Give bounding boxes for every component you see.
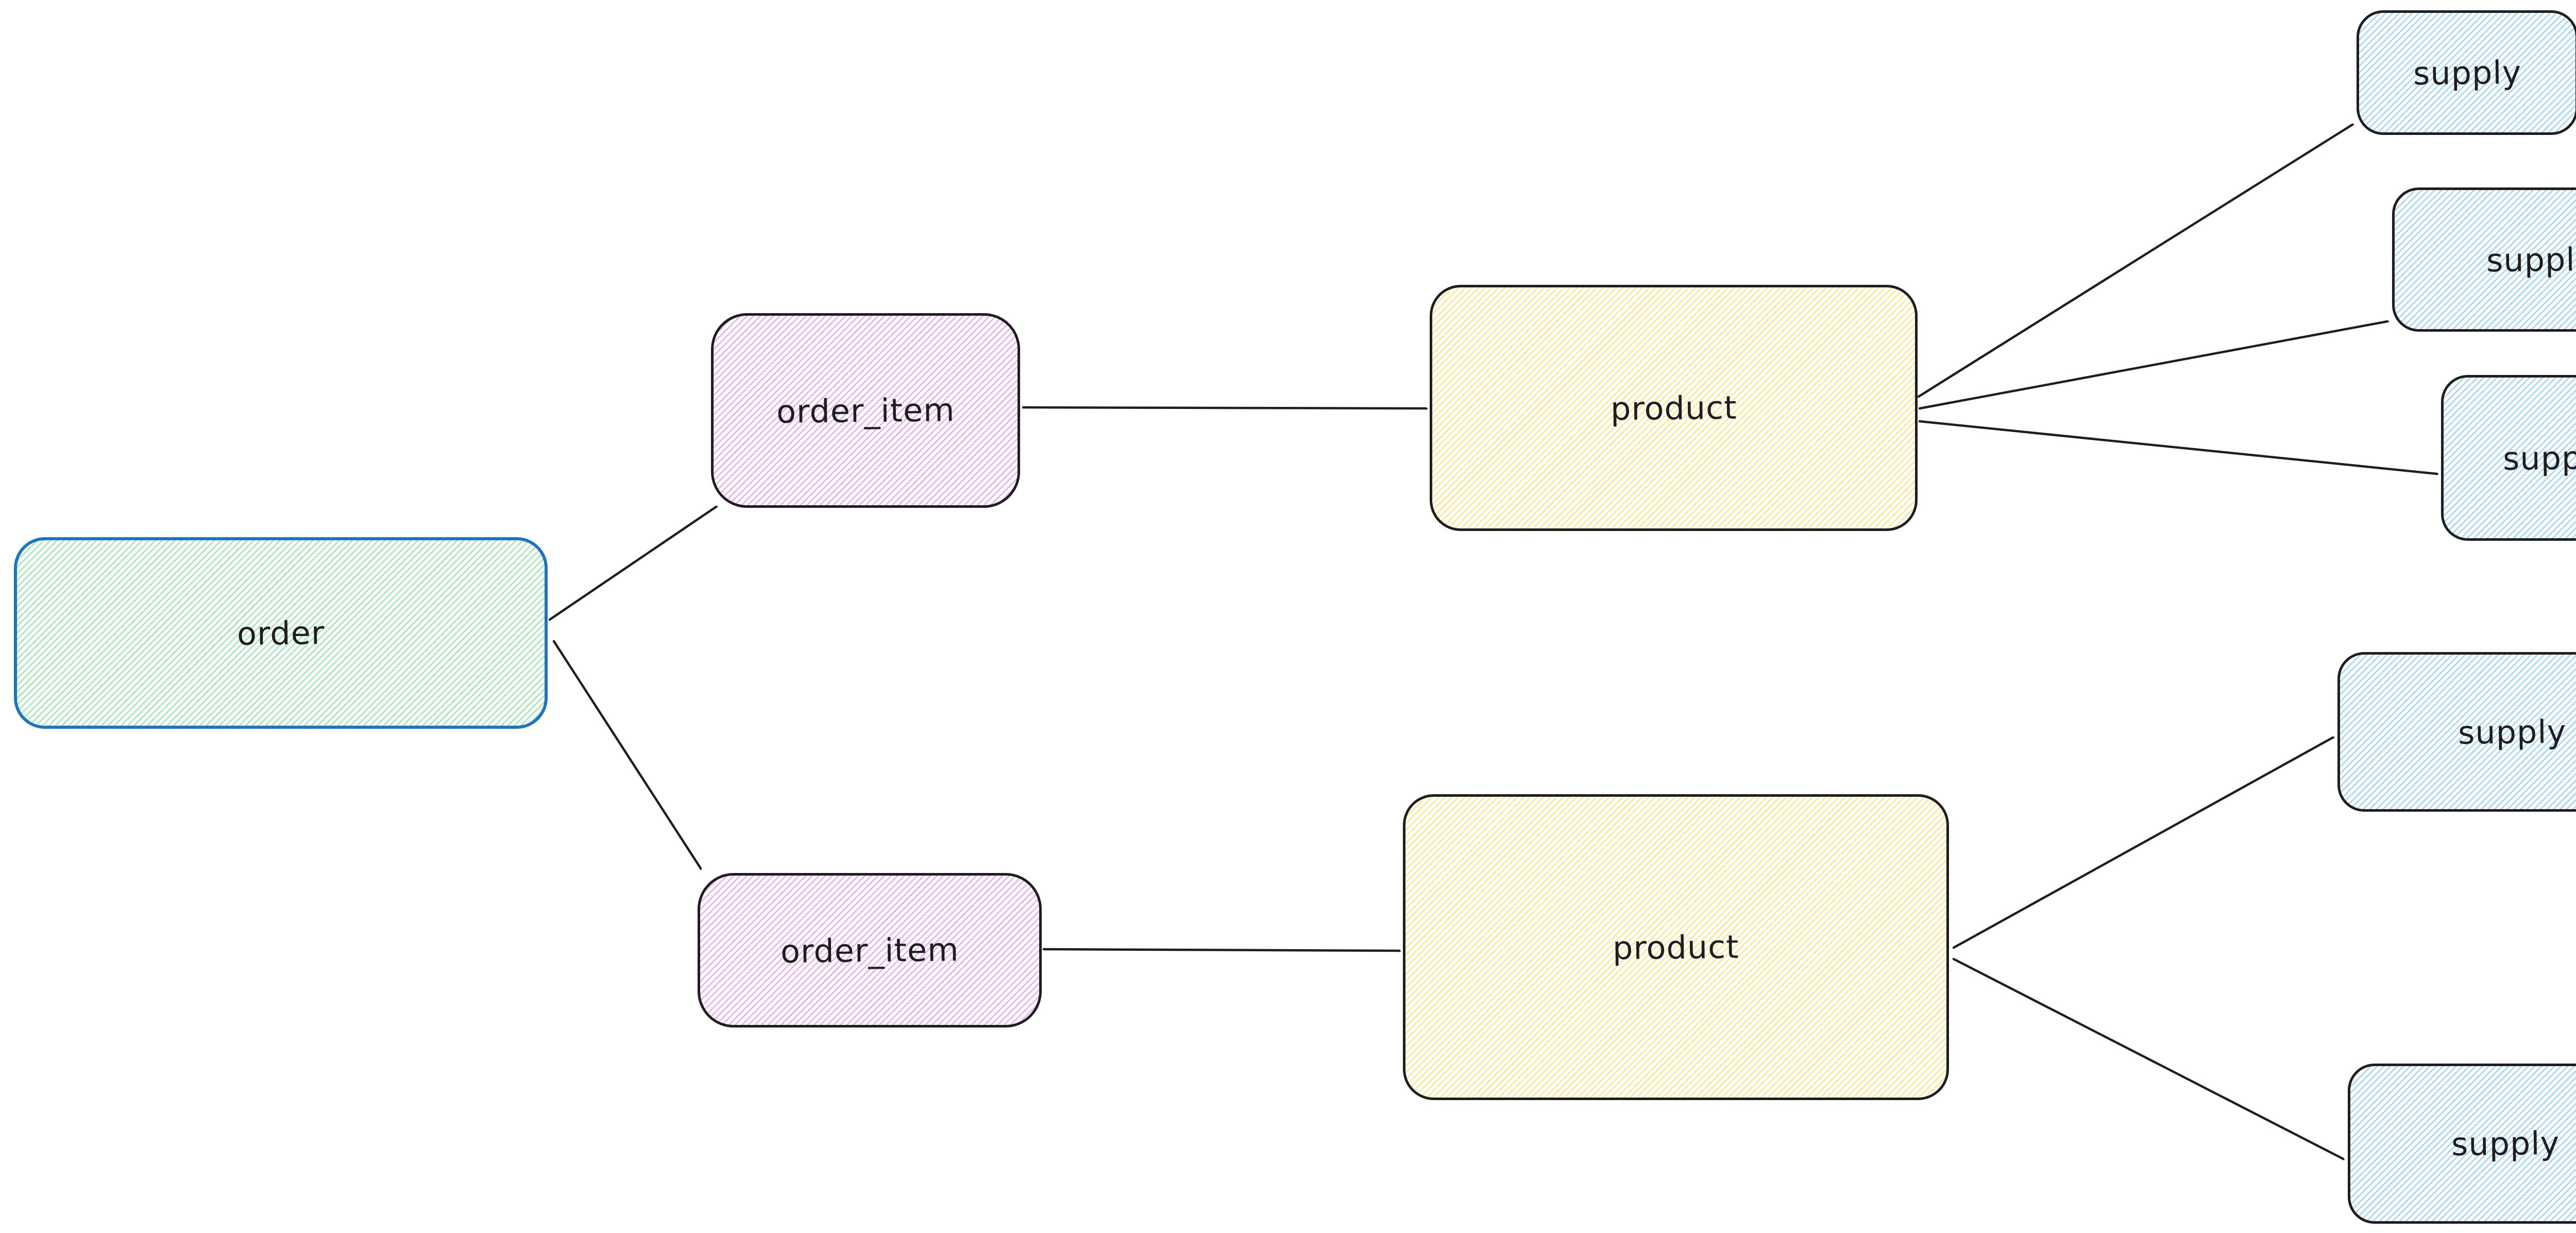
- node-product-top-label: product: [1610, 388, 1737, 427]
- node-supply-2-label: supply: [2486, 240, 2576, 279]
- node-supply-1[interactable]: supply: [2357, 10, 2576, 135]
- edge-product-top-to-supply-2[interactable]: [1918, 321, 2387, 410]
- node-supply-3[interactable]: supply: [2441, 375, 2576, 541]
- edge-product-top-to-supply-1[interactable]: [1917, 125, 2352, 398]
- edge-product-bottom-to-supply-4[interactable]: [1952, 738, 2333, 949]
- edge-product-bottom-to-supply-5[interactable]: [1952, 957, 2343, 1159]
- node-supply-1-label: supply: [2413, 53, 2522, 92]
- node-supply-5[interactable]: supply: [2348, 1064, 2576, 1224]
- node-supply-4-label: supply: [2458, 712, 2567, 751]
- node-supply-3-label: supply: [2502, 438, 2576, 477]
- node-order-item-top-label: order_item: [776, 390, 955, 431]
- node-order-item-bottom[interactable]: order_item: [698, 873, 1042, 1028]
- node-product-top[interactable]: product: [1430, 285, 1918, 531]
- node-supply-4[interactable]: supply: [2337, 652, 2576, 812]
- node-order-label: order: [236, 613, 325, 653]
- node-supply-2[interactable]: supply: [2392, 187, 2576, 332]
- node-order-item-top[interactable]: order_item: [711, 313, 1020, 508]
- edge-product-bottom-to-supply-3[interactable]: [1918, 420, 2437, 474]
- edge-order-item-top-to-product-top[interactable]: [1022, 406, 1426, 408]
- node-order[interactable]: order: [14, 537, 548, 729]
- edge-order-item-bottom-to-product-bottom[interactable]: [1042, 948, 1399, 951]
- node-product-bottom-label: product: [1612, 928, 1740, 967]
- edge-order-to-order-item-bottom[interactable]: [552, 640, 701, 868]
- node-product-bottom[interactable]: product: [1403, 794, 1949, 1100]
- edge-order-to-order-item-top[interactable]: [548, 507, 716, 621]
- node-order-item-bottom-label: order_item: [780, 930, 959, 970]
- node-supply-5-label: supply: [2451, 1124, 2560, 1163]
